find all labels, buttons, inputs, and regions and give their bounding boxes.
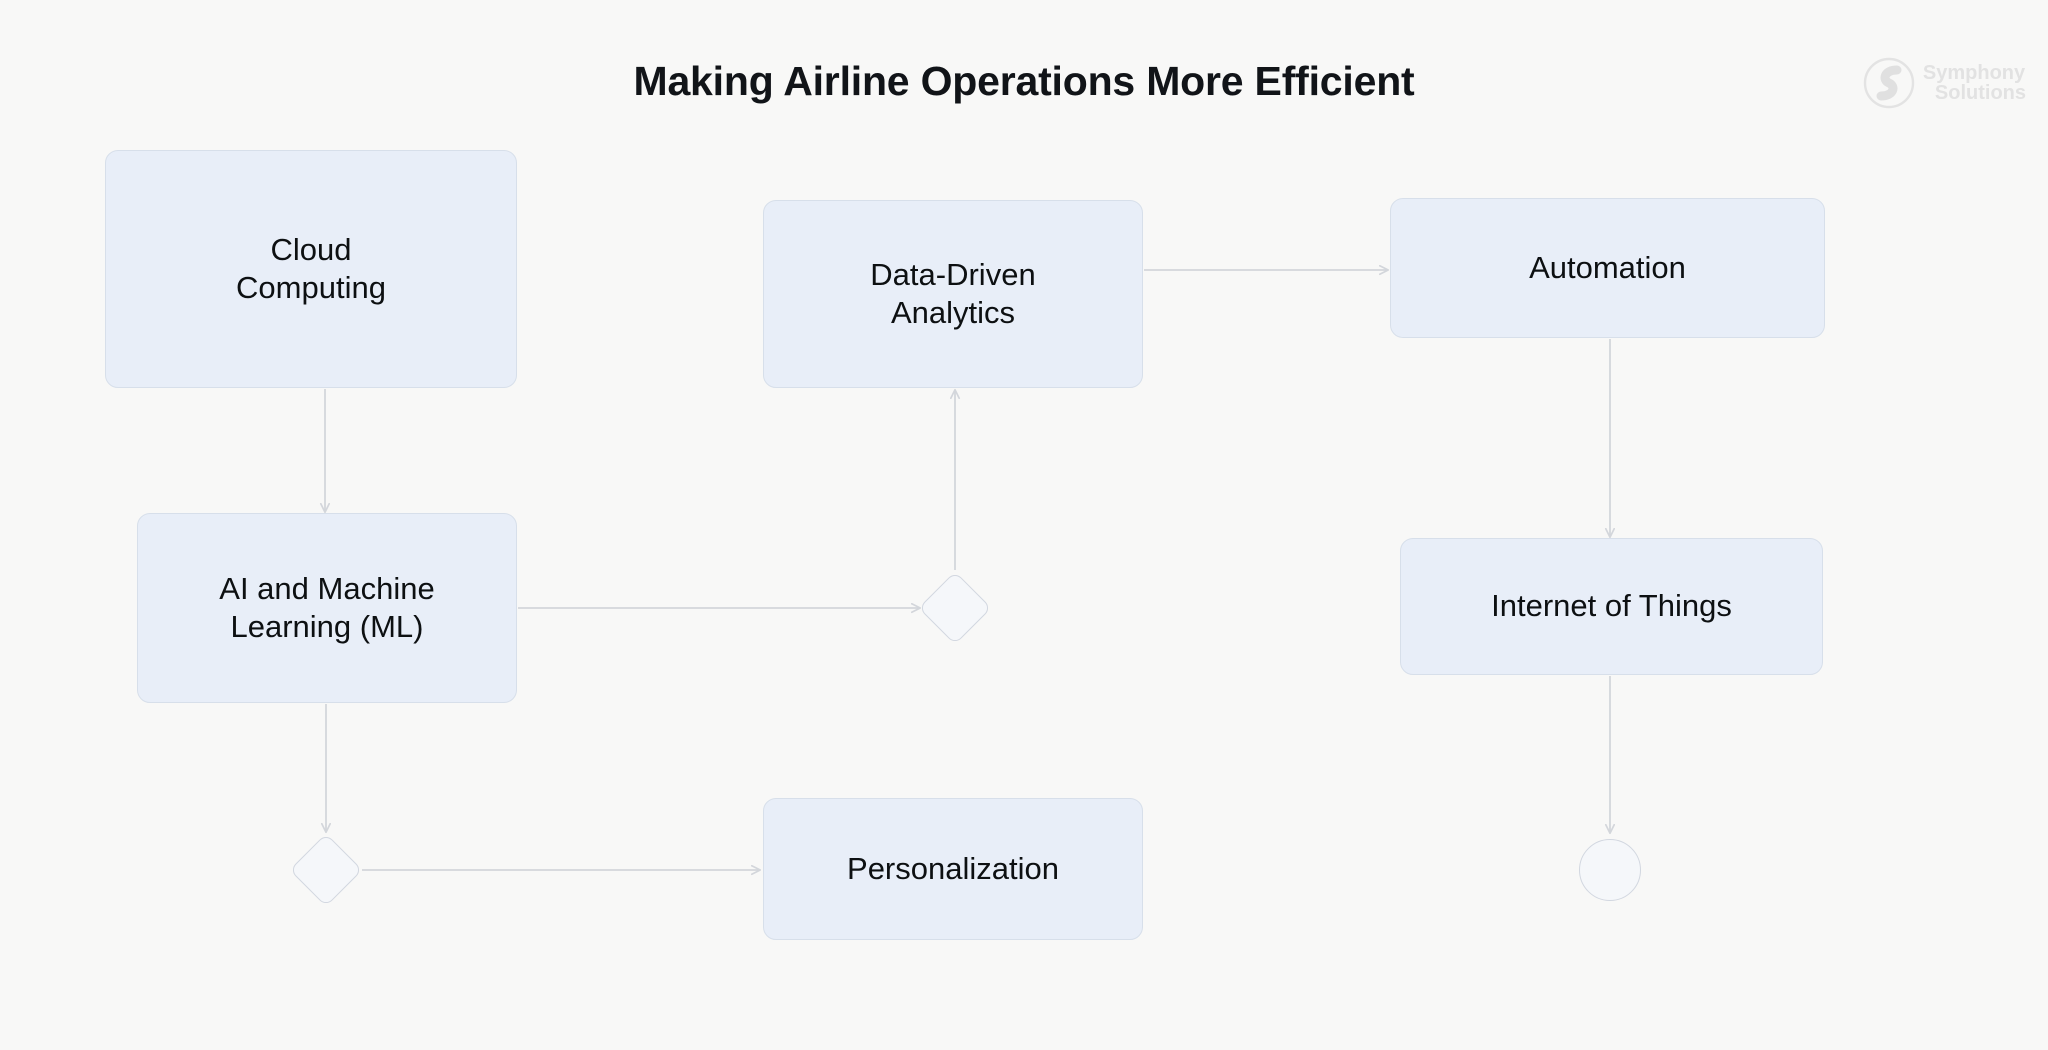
node-label: Automation (1529, 249, 1686, 285)
node-label: AI and Machine Learning (ML) (219, 570, 435, 644)
node-junction-analytics[interactable] (918, 571, 992, 645)
node-automation[interactable]: Automation (1390, 198, 1825, 338)
node-label: Cloud Computing (236, 231, 386, 305)
node-label: Internet of Things (1491, 588, 1732, 624)
node-label: Personalization (847, 850, 1059, 886)
node-personalization[interactable]: Personalization (763, 798, 1143, 940)
symphony-solutions-logo: Symphony Solutions (1863, 57, 2026, 109)
node-terminator-iot[interactable] (1579, 839, 1641, 901)
logo-line-1: Symphony (1922, 61, 2026, 84)
node-internet-of-things[interactable]: Internet of Things (1400, 538, 1823, 675)
node-ai-and-machine-learning[interactable]: AI and Machine Learning (ML) (137, 513, 517, 703)
circle-shape (1579, 839, 1641, 901)
node-junction-ml[interactable] (289, 833, 363, 907)
logo-wordmark: Symphony Solutions (1922, 61, 2026, 104)
node-cloud-computing[interactable]: Cloud Computing (105, 150, 517, 388)
logo-line-2: Solutions (1934, 82, 2026, 104)
diamond-shape (289, 833, 363, 907)
node-label: Data-Driven Analytics (870, 256, 1036, 330)
symphony-swirl-icon (1863, 57, 1915, 109)
diamond-shape (918, 571, 992, 645)
page-title: Making Airline Operations More Efficient (633, 58, 1415, 104)
node-data-driven-analytics[interactable]: Data-Driven Analytics (763, 200, 1143, 388)
